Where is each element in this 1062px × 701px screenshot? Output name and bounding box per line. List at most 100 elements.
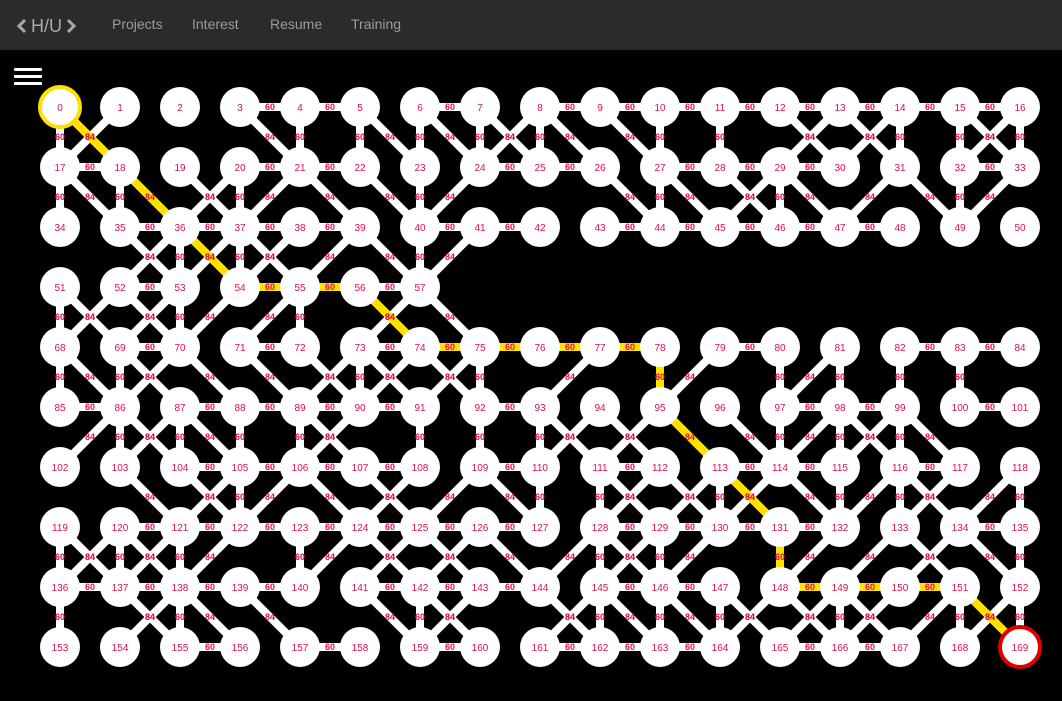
graph-node[interactable]: 107 (340, 447, 380, 487)
graph-node[interactable]: 149 (820, 567, 860, 607)
graph-node[interactable]: 163 (640, 627, 680, 667)
graph-node[interactable]: 40 (400, 207, 440, 247)
graph-node[interactable]: 135 (1000, 507, 1040, 547)
graph-node[interactable]: 1 (100, 87, 140, 127)
graph-node[interactable]: 2 (160, 87, 200, 127)
graph-node[interactable]: 121 (160, 507, 200, 547)
graph-node[interactable]: 68 (40, 327, 80, 367)
graph-node[interactable]: 27 (640, 147, 680, 187)
graph-node[interactable]: 106 (280, 447, 320, 487)
graph-node[interactable]: 47 (820, 207, 860, 247)
graph-node[interactable]: 37 (220, 207, 260, 247)
hamburger-menu-icon[interactable] (14, 64, 42, 92)
graph-node[interactable]: 91 (400, 387, 440, 427)
graph-node[interactable]: 102 (40, 447, 80, 487)
graph-node[interactable]: 4 (280, 87, 320, 127)
graph-node[interactable]: 35 (100, 207, 140, 247)
graph-node[interactable]: 152 (1000, 567, 1040, 607)
graph-node[interactable]: 38 (280, 207, 320, 247)
graph-node[interactable]: 157 (280, 627, 320, 667)
graph-node[interactable]: 46 (760, 207, 800, 247)
graph-node[interactable]: 76 (520, 327, 560, 367)
graph-node[interactable]: 156 (220, 627, 260, 667)
graph-node[interactable]: 54 (220, 267, 260, 307)
graph-node[interactable]: 77 (580, 327, 620, 367)
graph-node[interactable]: 20 (220, 147, 260, 187)
graph-node[interactable]: 84 (1000, 327, 1040, 367)
graph-node[interactable]: 164 (700, 627, 740, 667)
graph-node[interactable]: 83 (940, 327, 980, 367)
graph-node[interactable]: 101 (1000, 387, 1040, 427)
graph-node[interactable]: 166 (820, 627, 860, 667)
graph-node[interactable]: 133 (880, 507, 920, 547)
graph-node[interactable]: 13 (820, 87, 860, 127)
graph-node[interactable]: 75 (460, 327, 500, 367)
graph-node[interactable]: 52 (100, 267, 140, 307)
graph-node[interactable]: 168 (940, 627, 980, 667)
graph-node[interactable]: 151 (940, 567, 980, 607)
nav-interest[interactable]: Interest (192, 16, 239, 32)
graph-node[interactable]: 153 (40, 627, 80, 667)
graph-node[interactable]: 22 (340, 147, 380, 187)
graph-node[interactable]: 131 (760, 507, 800, 547)
graph-node[interactable]: 51 (40, 267, 80, 307)
graph-node[interactable]: 80 (760, 327, 800, 367)
graph-node[interactable]: 29 (760, 147, 800, 187)
graph-node[interactable]: 15 (940, 87, 980, 127)
graph-node[interactable]: 6 (400, 87, 440, 127)
graph-node[interactable]: 96 (700, 387, 740, 427)
graph-node[interactable]: 90 (340, 387, 380, 427)
graph-node[interactable]: 112 (640, 447, 680, 487)
graph-node[interactable]: 124 (340, 507, 380, 547)
graph-node[interactable]: 16 (1000, 87, 1040, 127)
graph-node[interactable]: 18 (100, 147, 140, 187)
graph-node[interactable]: 129 (640, 507, 680, 547)
graph-node[interactable]: 126 (460, 507, 500, 547)
graph-node[interactable]: 14 (880, 87, 920, 127)
graph-node[interactable]: 48 (880, 207, 920, 247)
graph-node[interactable]: 123 (280, 507, 320, 547)
graph-node[interactable]: 99 (880, 387, 920, 427)
brand[interactable]: H/U (16, 14, 77, 38)
graph-node[interactable]: 43 (580, 207, 620, 247)
graph-node[interactable]: 161 (520, 627, 560, 667)
graph-node[interactable]: 150 (880, 567, 920, 607)
graph-node[interactable]: 39 (340, 207, 380, 247)
graph-node[interactable]: 134 (940, 507, 980, 547)
graph-node[interactable]: 110 (520, 447, 560, 487)
graph-node[interactable]: 128 (580, 507, 620, 547)
graph-node[interactable]: 158 (340, 627, 380, 667)
graph-node[interactable]: 50 (1000, 207, 1040, 247)
graph-node[interactable]: 69 (100, 327, 140, 367)
graph-node[interactable]: 145 (580, 567, 620, 607)
graph-node[interactable]: 57 (400, 267, 440, 307)
graph-node[interactable]: 70 (160, 327, 200, 367)
graph-node[interactable]: 5 (340, 87, 380, 127)
graph-node[interactable]: 8 (520, 87, 560, 127)
graph-node[interactable]: 92 (460, 387, 500, 427)
graph-node[interactable]: 127 (520, 507, 560, 547)
graph-node[interactable]: 109 (460, 447, 500, 487)
nav-training[interactable]: Training (351, 16, 402, 32)
graph-node[interactable]: 30 (820, 147, 860, 187)
graph-node[interactable]: 104 (160, 447, 200, 487)
graph-node[interactable]: 36 (160, 207, 200, 247)
graph-node[interactable]: 9 (580, 87, 620, 127)
graph-node[interactable]: 28 (700, 147, 740, 187)
graph-node[interactable]: 32 (940, 147, 980, 187)
graph-node[interactable]: 24 (460, 147, 500, 187)
graph-node[interactable]: 11 (700, 87, 740, 127)
graph-node[interactable]: 93 (520, 387, 560, 427)
graph-node[interactable]: 56 (340, 267, 380, 307)
graph-node[interactable]: 89 (280, 387, 320, 427)
graph-node[interactable]: 154 (100, 627, 140, 667)
graph-node[interactable]: 105 (220, 447, 260, 487)
graph-node[interactable]: 115 (820, 447, 860, 487)
graph-node[interactable]: 141 (340, 567, 380, 607)
end-node[interactable]: 169 (998, 625, 1042, 669)
graph-node[interactable]: 162 (580, 627, 620, 667)
graph-node[interactable]: 82 (880, 327, 920, 367)
graph-node[interactable]: 34 (40, 207, 80, 247)
graph-node[interactable]: 138 (160, 567, 200, 607)
graph-node[interactable]: 74 (400, 327, 440, 367)
